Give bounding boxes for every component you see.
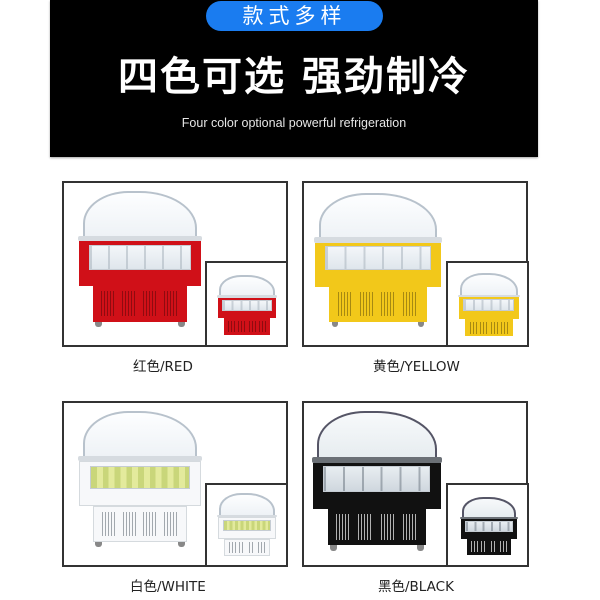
yellow-display-freezer-angle-image	[458, 273, 520, 339]
white-display-freezer-angle-image	[217, 493, 277, 559]
white-display-freezer-main-image	[78, 411, 202, 547]
banner-subline: Four color optional powerful refrigerati…	[181, 116, 407, 130]
variant-panel-white[interactable]	[62, 401, 288, 567]
caption-black: 黑色/BLACK	[378, 579, 454, 595]
variant-panel-yellow[interactable]	[302, 181, 529, 347]
black-display-freezer-main-image	[312, 411, 442, 551]
promo-banner: 款式多样 四色可选 强劲制冷 Four color optional power…	[50, 0, 538, 157]
red-display-freezer-main-image	[78, 191, 202, 327]
red-display-freezer-angle-image	[217, 275, 277, 337]
white-thumbnail[interactable]	[205, 483, 288, 567]
black-thumbnail[interactable]	[446, 483, 529, 567]
banner-headline: 四色可选 强劲制冷	[118, 54, 470, 100]
yellow-thumbnail[interactable]	[446, 261, 529, 347]
styles-badge: 款式多样	[206, 1, 383, 31]
variant-panel-red[interactable]	[62, 181, 288, 347]
caption-white: 白色/WHITE	[130, 579, 206, 595]
variant-panel-black[interactable]	[302, 401, 529, 567]
yellow-display-freezer-main-image	[314, 193, 442, 327]
black-display-freezer-angle-image	[460, 497, 518, 557]
red-thumbnail[interactable]	[205, 261, 288, 347]
caption-red: 红色/RED	[133, 359, 193, 375]
caption-yellow: 黄色/YELLOW	[373, 359, 460, 375]
